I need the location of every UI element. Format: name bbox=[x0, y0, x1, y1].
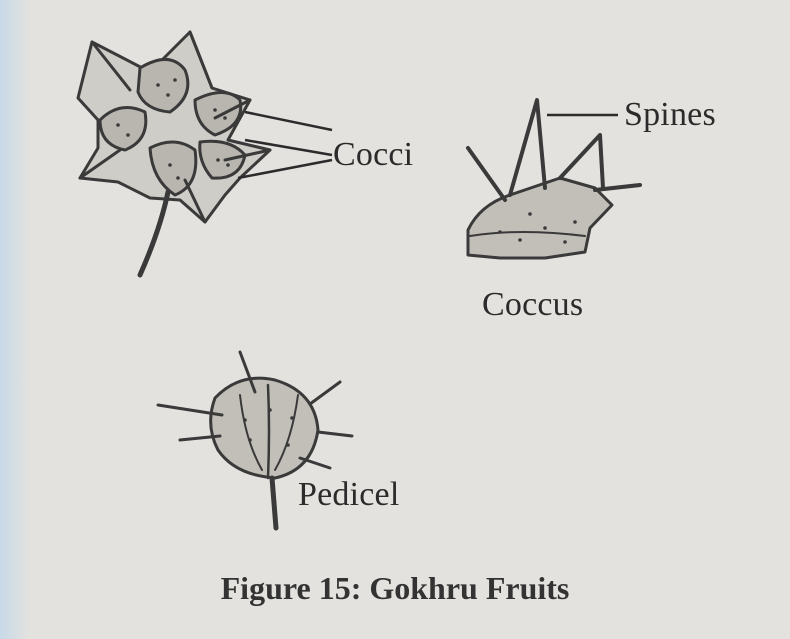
label-cocci: Cocci bbox=[333, 138, 413, 172]
figure-caption: Figure 15: Gokhru Fruits bbox=[0, 572, 790, 604]
label-spines: Spines bbox=[624, 98, 716, 132]
whole-fruit-drawing bbox=[78, 32, 270, 275]
label-coccus: Coccus bbox=[482, 288, 583, 322]
label-pedicel: Pedicel bbox=[298, 478, 399, 512]
coccus-drawing bbox=[468, 100, 640, 258]
